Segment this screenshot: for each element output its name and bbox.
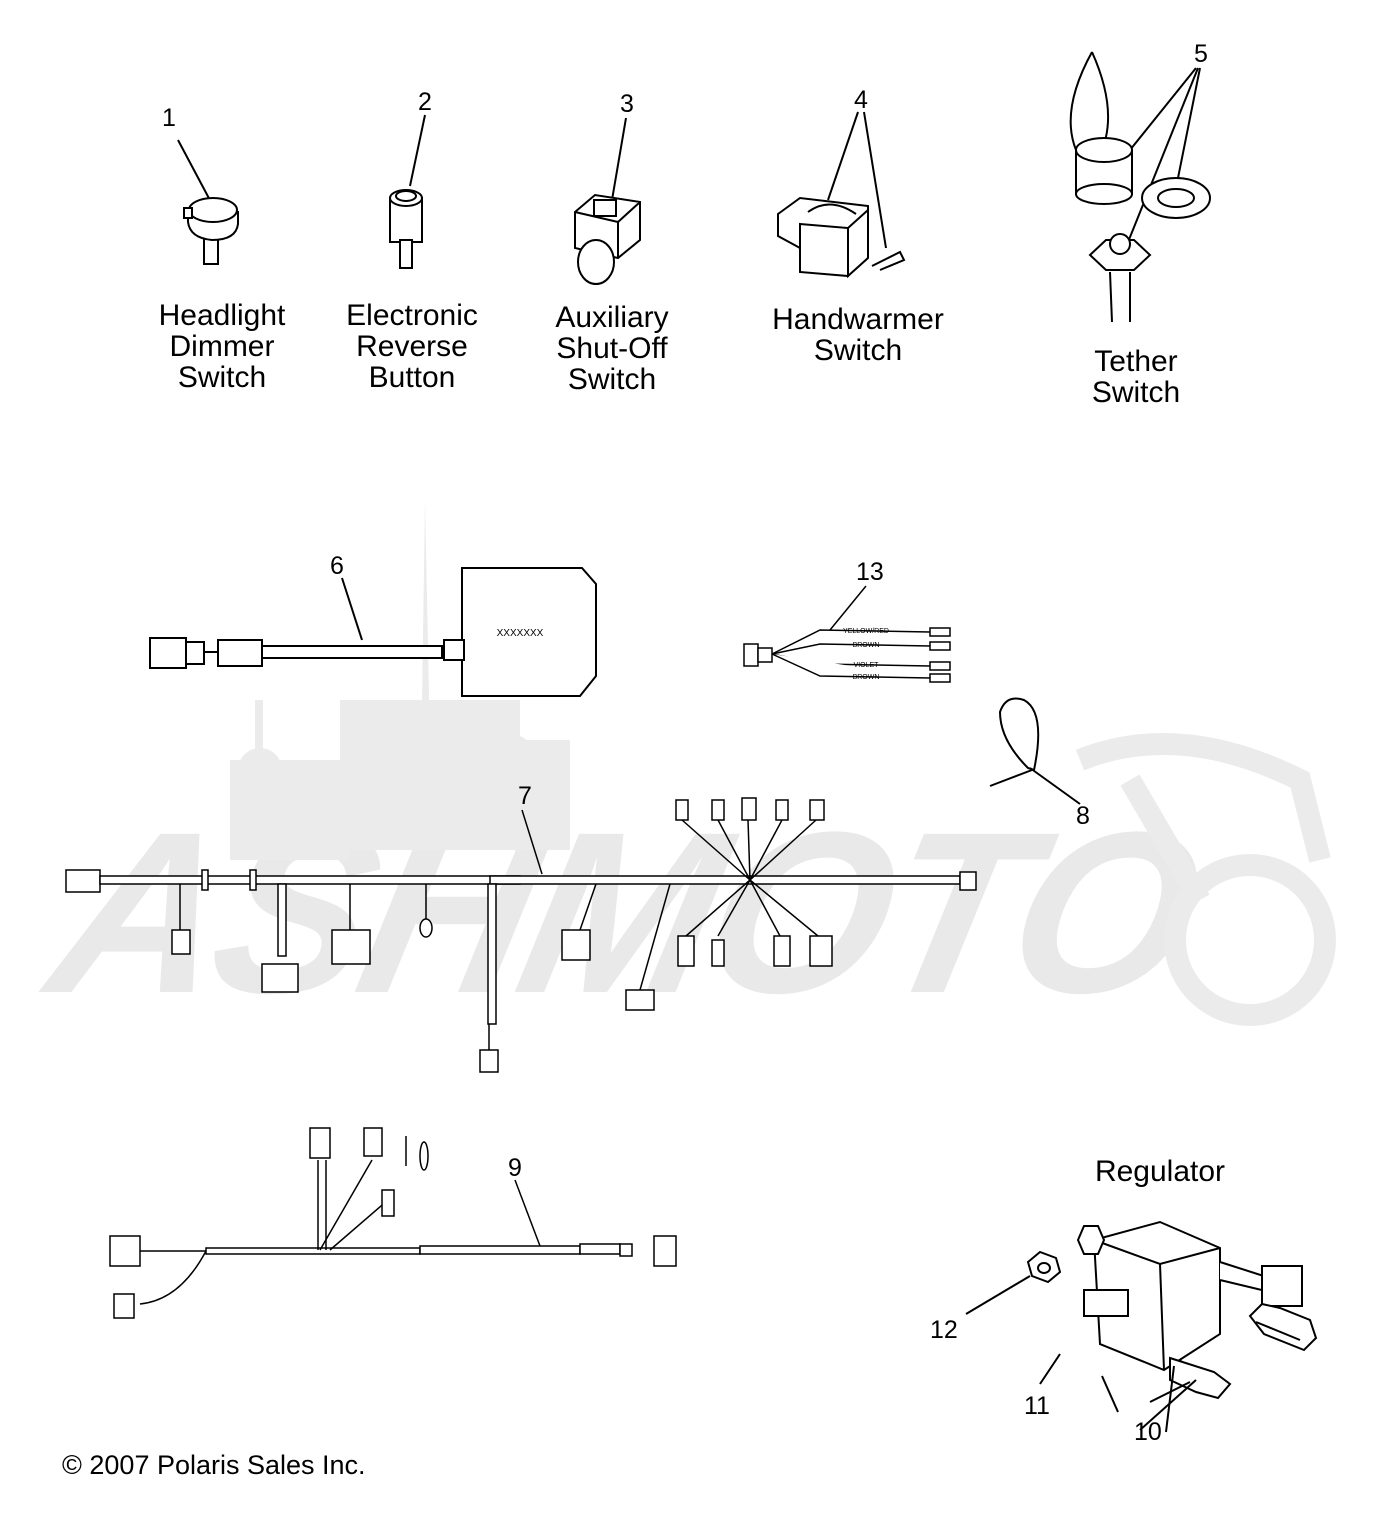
callout-11: 11	[1024, 1392, 1050, 1420]
caption-auxiliary-shutoff-switch: Auxiliary Shut-Off Switch	[555, 301, 669, 396]
callout-2: 2	[418, 88, 432, 116]
watermark-motorcycle	[1075, 733, 1336, 1026]
auxiliary-shutoff-switch-drawing	[574, 117, 641, 285]
callout-10: 10	[1134, 1418, 1162, 1446]
caption-tether-switch: Tether Switch	[1091, 345, 1181, 409]
pigtail-harness-drawing	[743, 585, 951, 683]
caption-electronic-reverse-button: Electronic Reverse Button	[346, 299, 478, 394]
callout-6: 6	[330, 552, 344, 580]
caption-handwarmer-switch: Handwarmer Switch	[772, 303, 944, 367]
copyright-notice: © 2007 Polaris Sales Inc.	[62, 1450, 366, 1480]
main-harness-drawing	[65, 797, 977, 1073]
headlight-dimmer-switch-drawing	[177, 139, 239, 265]
wire-label-brown-1: BROWN	[853, 642, 880, 649]
regulator-drawing	[965, 1220, 1318, 1433]
callout-3: 3	[620, 90, 634, 118]
callout-13: 13	[856, 558, 884, 586]
cable-tie-drawing	[989, 697, 1081, 805]
module-label: XXXXXXX	[497, 628, 544, 639]
tether-switch-drawing	[1069, 51, 1211, 323]
callout-5: 5	[1194, 40, 1208, 68]
callout-8: 8	[1076, 802, 1090, 830]
caption-headlight-dimmer-switch: Headlight Dimmer Switch	[158, 299, 286, 394]
secondary-harness-drawing	[109, 1127, 677, 1319]
wire-label-violet: VIOLET	[854, 662, 880, 669]
caption-regulator: Regulator	[1094, 1155, 1226, 1188]
callout-4: 4	[854, 86, 868, 114]
electronic-reverse-button-drawing	[389, 114, 426, 269]
watermark-graphic	[230, 500, 570, 860]
handwarmer-switch-drawing	[777, 111, 906, 279]
callout-7: 7	[518, 782, 532, 810]
module-harness-drawing	[149, 567, 597, 697]
callout-1: 1	[162, 104, 176, 132]
wire-label-brown-2: BROWN	[853, 674, 880, 681]
wire-label-yellow-red: YELLOW/RED	[843, 628, 889, 635]
callout-9: 9	[508, 1154, 522, 1182]
callout-12: 12	[930, 1316, 958, 1344]
